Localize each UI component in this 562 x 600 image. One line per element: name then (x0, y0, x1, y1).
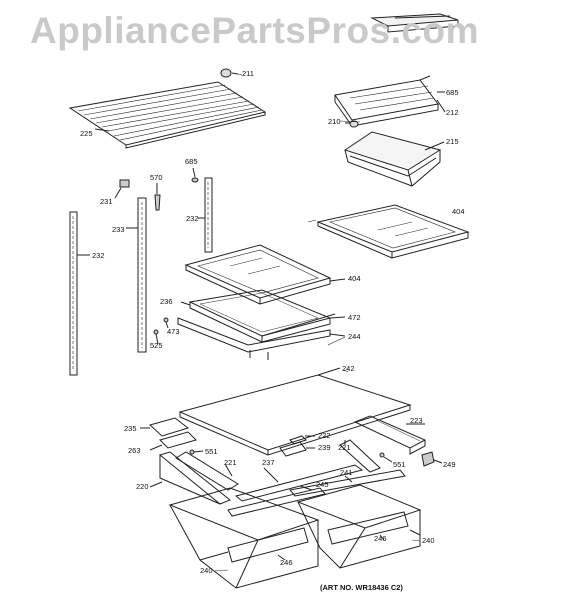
part-235-rail (140, 417, 190, 437)
part-263-bracket (149, 431, 197, 451)
part-245-rail (227, 485, 326, 517)
callout-244: 244 (348, 332, 361, 341)
part-551-screw-right (379, 452, 393, 463)
callout-232: 232 (186, 214, 199, 223)
callout-245: 245 (316, 480, 329, 489)
part-525-screw (153, 329, 159, 345)
part-221-rail-left (175, 451, 239, 491)
part-570-screw (154, 183, 161, 211)
callout-685: 685 (185, 157, 198, 166)
part-404-glass-shelf-right (316, 204, 470, 259)
callout-221: 221 (224, 458, 237, 467)
part-232-rail-right (198, 177, 213, 253)
part-223-rail (353, 415, 427, 455)
part-211-cap (220, 68, 239, 78)
callout-246: 246 (374, 534, 387, 543)
callout-551: 551 (205, 447, 218, 456)
callout-233: 233 (112, 225, 125, 234)
callout-249: 249 (443, 460, 456, 469)
part-221-rail-right (339, 439, 381, 473)
callout-223: 223 (410, 416, 423, 425)
part-236-drawer (180, 289, 346, 343)
callout-404: 404 (348, 274, 361, 283)
callout-212: 212 (446, 108, 459, 117)
callout-236: 236 (160, 297, 173, 306)
part-244-rail (177, 317, 346, 360)
callout-685: 685 (446, 88, 459, 97)
callout-235: 235 (124, 424, 137, 433)
callout-221: 221 (338, 443, 351, 452)
part-215-bin (343, 131, 445, 187)
callout-263: 263 (128, 446, 141, 455)
part-232-rail-left (69, 211, 90, 376)
part-237-rail (234, 464, 364, 502)
callout-225: 225 (80, 129, 93, 138)
callout-242: 242 (342, 364, 355, 373)
part-239-clip (279, 441, 315, 457)
part-220-bracket (149, 451, 231, 505)
callout-215: 215 (446, 137, 459, 146)
callout-404: 404 (452, 207, 465, 216)
callout-239: 239 (318, 443, 331, 452)
art-number: (ART NO. WR18436 C2) (320, 583, 403, 592)
callout-220: 220 (136, 482, 149, 491)
top-shelf-fragment (370, 13, 459, 33)
callout-551: 551 (393, 460, 406, 469)
part-249-clip (421, 451, 443, 467)
part-212-shelf (334, 75, 446, 127)
callout-570: 570 (150, 173, 163, 182)
callout-240: 240 (422, 536, 435, 545)
part-225-wire-shelf (68, 81, 267, 149)
callout-525: 525 (150, 341, 163, 350)
callout-472: 472 (348, 313, 361, 322)
part-551-screw-left (189, 449, 204, 455)
part-222-clip (289, 435, 315, 445)
part-231-clip (114, 179, 130, 199)
part-240-crisper-left (168, 487, 320, 589)
part-233-rail (126, 197, 147, 353)
part-240-crisper-right (296, 484, 422, 569)
callout-237: 237 (262, 458, 275, 467)
callout-232: 232 (92, 251, 105, 260)
part-473-screw (163, 317, 169, 329)
callout-241: 241 (340, 468, 353, 477)
leader-lines (214, 73, 421, 572)
callout-210: 210 (328, 117, 341, 126)
part-210-clip (345, 120, 359, 128)
callout-473: 473 (167, 327, 180, 336)
callout-211: 211 (242, 69, 254, 78)
callout-222: 222 (318, 431, 331, 440)
callout-240: 240 (200, 566, 213, 575)
part-242-glass-shelf (178, 367, 412, 456)
part-685-screw (191, 167, 199, 183)
callout-231: 231 (100, 197, 113, 206)
part-404-glass-shelf-center (184, 244, 346, 305)
callout-246: 246 (280, 558, 293, 567)
